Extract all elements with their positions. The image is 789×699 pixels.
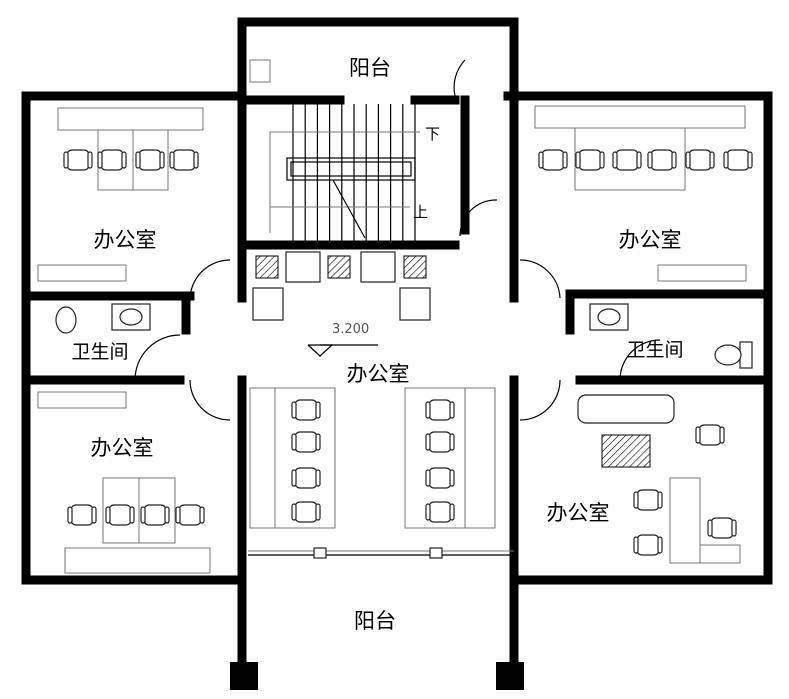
doors <box>134 59 661 421</box>
pillar <box>429 547 443 559</box>
elevation-value: 3.200 <box>332 322 369 337</box>
stair-down-label: 下 <box>425 125 440 143</box>
label-office-bottom-left: 办公室 <box>91 436 154 460</box>
toilet-icon <box>55 306 77 334</box>
label-balcony-top: 阳台 <box>349 56 391 80</box>
label-balcony-bottom: 阳台 <box>354 609 396 633</box>
walls <box>21 17 773 690</box>
bathroom-fixtures <box>55 59 753 369</box>
elevation-mark: 3.200 <box>307 322 378 357</box>
room-labels: 阳台 办公室 卫生间 办公室 办公室 办公室 卫生间 办公室 阳台 <box>71 56 683 633</box>
pillar <box>313 547 327 559</box>
label-bathroom-right: 卫生间 <box>626 339 683 361</box>
label-office-center: 办公室 <box>347 362 410 386</box>
pillar <box>496 662 524 690</box>
label-bathroom-left: 卫生间 <box>71 341 128 363</box>
label-office-top-right: 办公室 <box>619 228 682 252</box>
label-office-top-left: 办公室 <box>94 228 157 252</box>
staircase: 下 上 <box>269 104 440 241</box>
toilet-icon <box>739 341 753 369</box>
label-office-bottom-right: 办公室 <box>547 501 610 525</box>
pillar <box>230 662 258 690</box>
desks <box>37 105 747 574</box>
lobby-furniture <box>252 251 431 321</box>
stair-up-label: 上 <box>413 203 428 221</box>
